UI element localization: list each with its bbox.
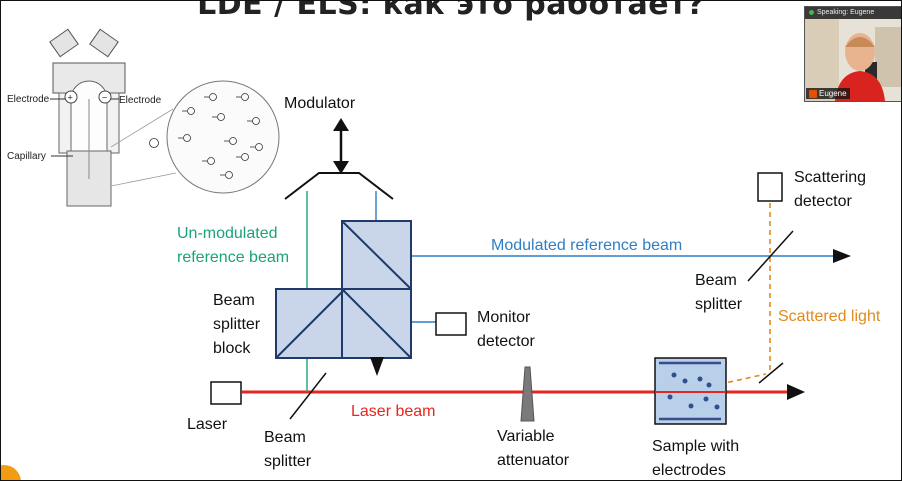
right-bs-label-line1: Beam	[695, 272, 737, 289]
modulator-up-arrow-icon	[333, 118, 349, 131]
monitor-label-line1: Monitor	[477, 309, 531, 326]
scattering-detector-label-line2: detector	[794, 193, 852, 210]
variable-attenuator-icon	[520, 366, 535, 422]
speaking-icon	[809, 9, 814, 15]
bottom-bs-label-line2: splitter	[264, 453, 312, 470]
minus-electrode-icon	[98, 90, 112, 104]
block-down-arrow-icon	[370, 357, 384, 376]
sample-label-line1: Sample with	[652, 438, 739, 455]
plus-electrode-icon	[64, 90, 78, 104]
modulated-beam-label: Modulated reference beam	[491, 237, 682, 254]
electrode-left-label: Electrode	[7, 94, 50, 105]
attenuator-label-line2: attenuator	[497, 452, 570, 469]
bs-block-label-line2: splitter	[213, 316, 261, 333]
modulator-down-arrow-icon	[333, 161, 349, 174]
beam-splitter-block	[275, 220, 412, 359]
capillary-label: Capillary	[7, 151, 46, 162]
speaking-status: Speaking: Eugene	[817, 9, 875, 16]
capillary-cell-illustration	[49, 28, 280, 207]
slide-title: LDE / ELS: как это работает?	[197, 0, 705, 22]
scattering-detector-box	[757, 172, 783, 202]
bs-block-label-line1: Beam	[213, 292, 255, 309]
mic-icon	[809, 89, 817, 98]
sample-cell	[654, 357, 727, 425]
modulator-label: Modulator	[284, 95, 356, 112]
modulated-beam-arrowhead	[833, 249, 851, 263]
electrode-right-label: Electrode	[119, 95, 162, 106]
monitor-label-line2: detector	[477, 333, 535, 350]
right-beam-splitter-mirror	[747, 230, 794, 282]
right-bs-label-line2: splitter	[695, 296, 743, 313]
speaker-name: Eugene	[819, 89, 847, 98]
laser-beam-arrowhead	[787, 384, 805, 400]
zoom-circle	[166, 80, 280, 194]
bottom-bs-label-line1: Beam	[264, 429, 306, 446]
unmodulated-label-line1: Un-modulated	[177, 225, 278, 242]
laser-beam-label: Laser beam	[351, 403, 436, 420]
sample-label-line2: electrodes	[652, 462, 726, 479]
plus-sign: +	[68, 93, 73, 103]
unmodulated-label-line2: reference beam	[177, 249, 289, 266]
modulator-mirror	[284, 172, 394, 200]
minus-sign: −	[102, 93, 107, 103]
bs-block-label-line3: block	[213, 340, 251, 357]
laser-box	[210, 381, 242, 405]
attenuator-label-line1: Variable	[497, 428, 555, 445]
laser-label: Laser	[187, 416, 228, 433]
speaker-name-badge: Eugene	[806, 88, 850, 99]
monitor-detector-box	[435, 312, 467, 336]
speaking-bar: Speaking: Eugene	[805, 7, 901, 19]
scattering-detector-label-line1: Scattering	[794, 169, 866, 186]
scatter-mirror	[758, 362, 784, 384]
scattered-light-label: Scattered light	[778, 308, 881, 325]
webcam-tile[interactable]: Speaking: Eugene Eugene	[804, 6, 901, 102]
speaker-video	[805, 19, 901, 101]
bottom-beam-splitter-mirror	[289, 372, 327, 420]
